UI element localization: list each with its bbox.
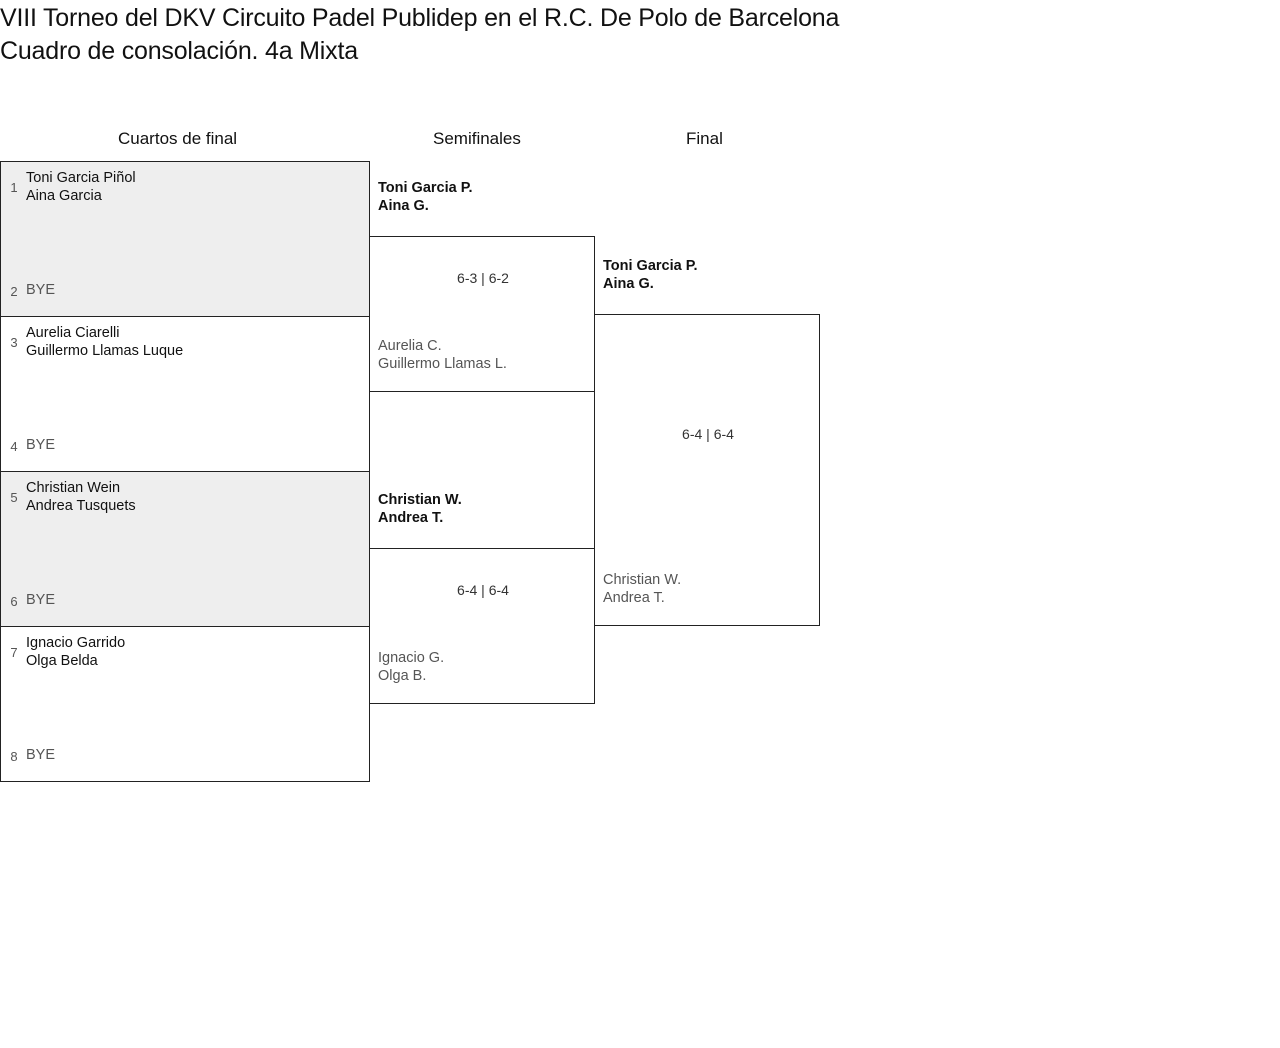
player-name: Guillermo Llamas Luque [26, 343, 184, 359]
player-name: Andrea T. [378, 510, 444, 526]
player-name: Aina G. [378, 198, 429, 214]
bye-label: BYE [26, 592, 56, 608]
player-name: Olga B. [378, 668, 427, 684]
player-name: Andrea T. [603, 590, 665, 606]
final-winner: Toni Garcia P. Aina G. [603, 257, 698, 293]
bracket-subtitle: Cuadro de consolación. 4a Mixta [0, 37, 358, 65]
player-name: Andrea Tusquets [26, 498, 136, 514]
seed-number: 4 [10, 439, 18, 454]
player-name: Aina Garcia [26, 188, 102, 204]
final-loser: Christian W. Andrea T. [603, 571, 681, 607]
seed-number: 7 [10, 645, 18, 660]
player-name: Aina G. [603, 276, 654, 292]
quarterfinal-match-3[interactable]: 5 Christian Wein Andrea Tusquets 6 BYE [0, 471, 370, 627]
player-name: Olga Belda [26, 653, 98, 669]
bye-label: BYE [26, 747, 56, 763]
semifinal-1-score: 6-3 | 6-2 [457, 270, 509, 286]
round-header-final: Final [686, 129, 723, 148]
seed-number: 3 [10, 335, 18, 350]
seed-number: 8 [10, 749, 18, 764]
final-score: 6-4 | 6-4 [682, 426, 734, 442]
player-name: Aurelia C. [378, 338, 442, 354]
semifinal-1-loser: Aurelia C. Guillermo Llamas L. [378, 337, 507, 373]
team-names: Aurelia Ciarelli Guillermo Llamas Luque [26, 324, 183, 360]
round-header-semifinals: Semifinales [433, 129, 521, 148]
quarterfinal-match-2[interactable]: 3 Aurelia Ciarelli Guillermo Llamas Luqu… [0, 316, 370, 472]
semifinal-2-loser: Ignacio G. Olga B. [378, 649, 444, 685]
player-name: Toni Garcia P. [378, 180, 473, 196]
tournament-header: VIII Torneo del DKV Circuito Padel Publi… [0, 2, 860, 68]
player-name: Guillermo Llamas L. [378, 356, 507, 372]
team-names: Christian Wein Andrea Tusquets [26, 479, 136, 515]
player-name: Toni Garcia P. [603, 258, 698, 274]
bye-label: BYE [26, 437, 56, 453]
seed-number: 2 [10, 284, 18, 299]
round-header-quarterfinals: Cuartos de final [118, 129, 238, 148]
semifinal-match-2[interactable]: Christian W. Andrea T. 6-4 | 6-4 Ignacio… [369, 492, 595, 704]
player-name: Ignacio Garrido [26, 635, 126, 651]
player-name: Ignacio G. [378, 650, 445, 666]
team-names: Toni Garcia Piñol Aina Garcia [26, 169, 136, 205]
quarterfinal-match-4[interactable]: 7 Ignacio Garrido Olga Belda 8 BYE [0, 626, 370, 782]
player-name: Aurelia Ciarelli [26, 325, 120, 341]
player-name: Christian Wein [26, 480, 121, 496]
player-name: Christian W. [378, 492, 462, 508]
seed-number: 6 [10, 594, 18, 609]
seed-number: 5 [10, 490, 18, 505]
semifinal-2-score: 6-4 | 6-4 [457, 582, 509, 598]
seed-number: 1 [10, 180, 18, 195]
final-match[interactable]: Toni Garcia P. Aina G. 6-4 | 6-4 Christi… [594, 258, 820, 626]
player-name: Toni Garcia Piñol [26, 170, 136, 186]
bye-label: BYE [26, 282, 56, 298]
team-names: Ignacio Garrido Olga Belda [26, 634, 125, 670]
quarterfinal-match-1[interactable]: 1 Toni Garcia Piñol Aina Garcia 2 BYE [0, 161, 370, 317]
semifinal-1-winner: Toni Garcia P. Aina G. [378, 179, 473, 215]
semifinal-2-winner: Christian W. Andrea T. [378, 491, 462, 527]
semifinal-match-1[interactable]: Toni Garcia P. Aina G. 6-3 | 6-2 Aurelia… [369, 180, 595, 392]
player-name: Christian W. [603, 572, 682, 588]
tournament-title: VIII Torneo del DKV Circuito Padel Publi… [0, 4, 840, 32]
